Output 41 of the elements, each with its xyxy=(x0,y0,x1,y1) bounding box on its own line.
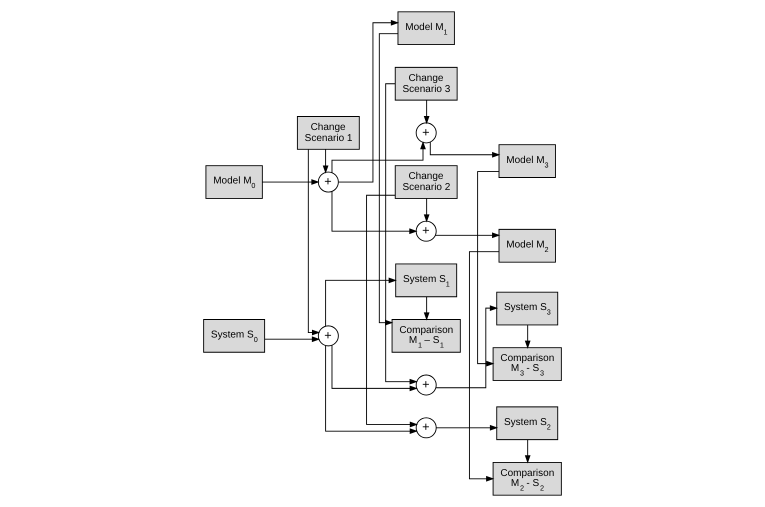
node-box: Change Scenario 2 xyxy=(394,165,458,199)
node-circle: + xyxy=(318,172,339,193)
node-circle: + xyxy=(318,325,339,346)
node-box: Model M$_{3}$ xyxy=(498,144,556,178)
arrow xyxy=(262,179,320,185)
node-box: Comparison M$_{1}$ – S$_{1}$ xyxy=(392,319,461,353)
node-circle: + xyxy=(416,220,437,242)
arrow xyxy=(436,305,498,388)
node-box: Change Scenario 1 xyxy=(296,116,360,150)
arrow xyxy=(308,149,320,336)
arrow xyxy=(524,324,531,349)
node-box: Comparison M$_{3}$ - S$_{3}$ xyxy=(492,347,562,381)
arrow xyxy=(436,424,498,431)
node-box: Model M$_{1}$ xyxy=(398,11,455,46)
node-box: System S$_{3}$ xyxy=(496,292,558,326)
arrow xyxy=(424,198,430,223)
node-box: Comparison M$_{2}$ - S$_{2}$ xyxy=(492,462,562,496)
node-circle: + xyxy=(416,122,437,144)
arrow xyxy=(430,142,500,158)
arrow xyxy=(332,141,426,174)
arrow xyxy=(332,191,418,234)
node-box: System S$_{2}$ xyxy=(496,406,558,440)
node-box: Change Scenario 3 xyxy=(394,66,458,101)
node-box: System S$_{1}$ xyxy=(395,264,458,298)
arrow xyxy=(477,171,500,366)
arrow xyxy=(332,344,418,392)
node-box: Model M$_{0}$ xyxy=(205,165,263,199)
node-circle: + xyxy=(416,417,437,438)
arrow xyxy=(366,194,418,428)
arrow xyxy=(468,251,500,482)
arrow xyxy=(322,149,328,174)
arrow xyxy=(435,232,500,238)
arrow xyxy=(338,20,400,182)
arrow xyxy=(325,345,418,434)
node-box: Model M$_{2}$ xyxy=(498,228,556,263)
arrow xyxy=(264,336,320,342)
arrow xyxy=(524,439,531,464)
arrow xyxy=(424,100,430,124)
node-circle: + xyxy=(416,374,437,396)
node-box: System S$_{0}$ xyxy=(203,319,266,353)
arrow xyxy=(424,296,430,321)
